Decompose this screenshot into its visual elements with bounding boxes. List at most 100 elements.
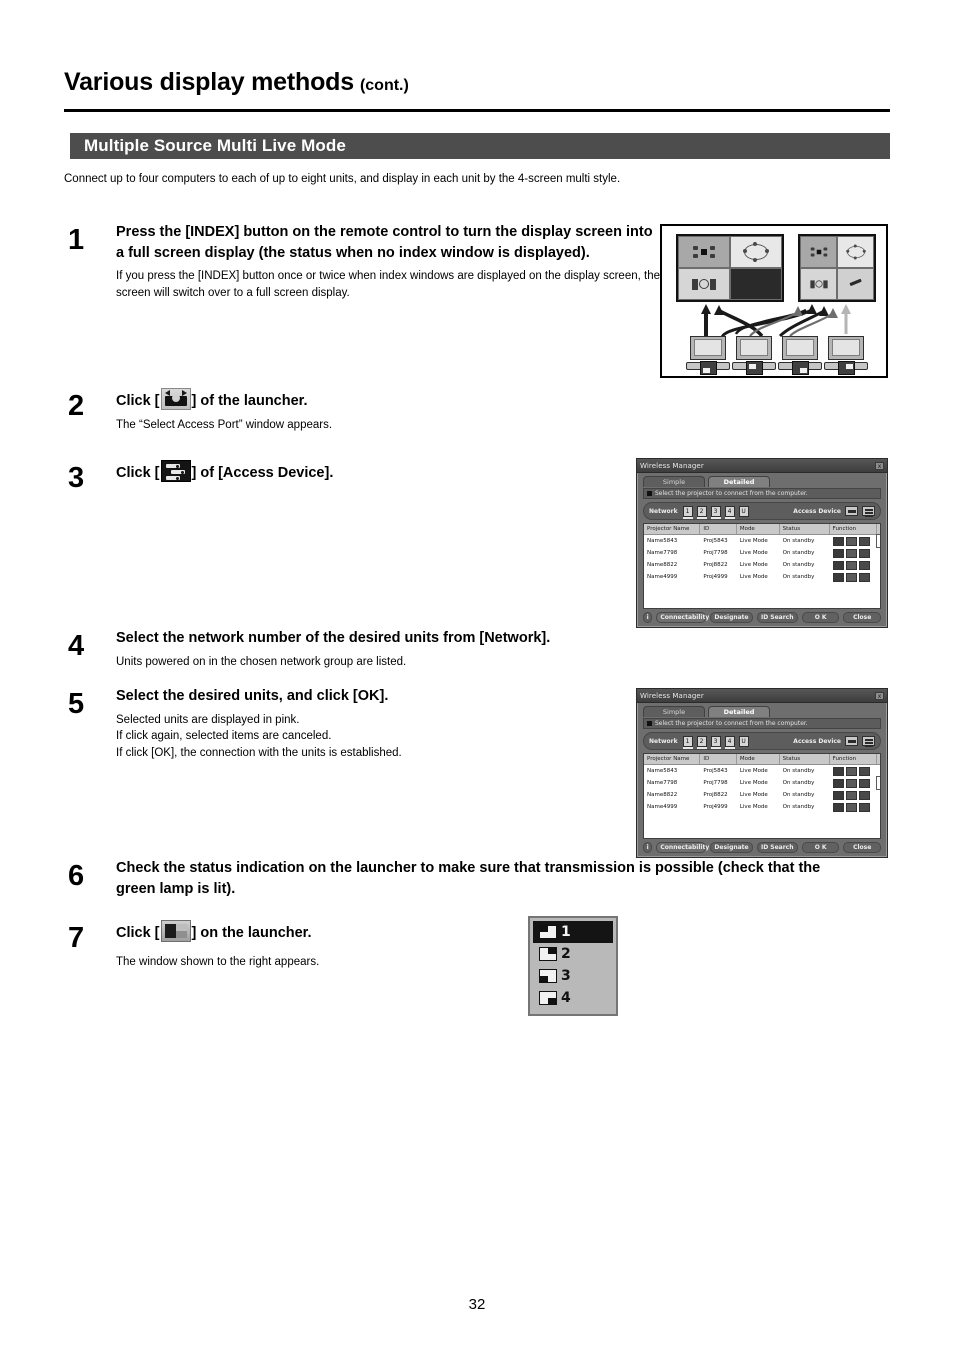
multi-live-icon[interactable] [160,920,191,942]
table-row[interactable]: Name4999 Proj4999 Live Mode On standby [644,571,880,583]
network-button-u[interactable]: U [738,735,749,747]
section-bar-content: Multiple Source Multi Live Mode [70,133,890,159]
live-mode-icon[interactable] [832,802,844,812]
live-mode-icon[interactable] [832,548,844,558]
step-2-heading-before: Click [ [116,393,160,409]
table-row[interactable]: Name8822 Proj8822 Live Mode On standby [644,789,880,801]
step-5-heading: Select the desired units, and click [OK]… [116,688,389,704]
access-device-plug-icon[interactable] [845,736,858,746]
quadrant-item-3[interactable]: 3 [533,965,613,987]
multi-pane-icon[interactable] [858,790,870,800]
quadrant-item-1[interactable]: 1 [533,921,613,943]
dialog-title: Wireless Manager [640,691,704,700]
designate-button[interactable]: Designate [710,842,753,853]
single-pane-icon[interactable] [845,536,857,546]
close-icon[interactable]: x [875,691,884,700]
step-3-heading: Click [] of [Access Device]. [116,460,564,484]
step-3-heading-after: ] of [Access Device]. [191,465,334,481]
cell-id: Proj4999 [703,574,728,580]
access-device-label: Access Device [793,737,841,745]
network-button-u[interactable]: U [738,505,749,517]
wireless-manager-dialog-step5[interactable]: Wireless Manager x Simple Detailed Selec… [636,688,888,858]
single-pane-icon[interactable] [845,790,857,800]
layout-chip-bottom-right-icon [792,361,809,375]
network-button-4[interactable]: 4 [724,735,735,749]
multi-pane-icon[interactable] [858,572,870,582]
dialog-titlebar: Wireless Manager x [637,459,887,473]
live-mode-icon[interactable] [832,778,844,788]
connectability-button[interactable]: Connectability [656,842,709,853]
multi-pane-icon[interactable] [858,778,870,788]
close-button[interactable]: Close [843,612,881,623]
table-row[interactable]: Name5843 Proj5843 Live Mode On standby [644,765,880,777]
access-device-label: Access Device [793,507,841,515]
designate-button[interactable]: Designate [710,612,753,623]
quadrant-top-right-icon [539,947,557,961]
single-pane-icon[interactable] [845,548,857,558]
network-button-3[interactable]: 3 [710,505,721,519]
tab-detailed[interactable]: Detailed [708,706,770,717]
live-mode-icon[interactable] [832,572,844,582]
bullet-icon [647,721,652,726]
info-button[interactable]: i [643,612,653,623]
single-pane-icon[interactable] [845,572,857,582]
access-port-icon[interactable] [160,388,191,410]
id-search-button[interactable]: ID Search [756,842,798,853]
quadrant-item-2[interactable]: 2 [533,943,613,965]
info-button[interactable]: i [643,842,653,853]
single-pane-icon[interactable] [845,560,857,570]
single-pane-icon[interactable] [845,778,857,788]
table-row[interactable]: Name8822 Proj8822 Live Mode On standby [644,559,880,571]
wireless-manager-dialog-step3[interactable]: Wireless Manager x Simple Detailed Selec… [636,458,888,628]
tab-simple[interactable]: Simple [643,476,705,487]
quadrant-item-4[interactable]: 4 [533,987,613,1009]
table-row[interactable]: Name4999 Proj4999 Live Mode On standby [644,801,880,813]
close-icon[interactable]: x [875,461,884,470]
table-row[interactable]: Name7798 Proj7798 Live Mode On standby [644,547,880,559]
ok-button[interactable]: O K [801,842,840,853]
access-device-network-icon[interactable] [862,506,875,516]
dialog-titlebar: Wireless Manager x [637,689,887,703]
access-device-network-icon[interactable] [862,736,875,746]
table-row[interactable]: Name5843 Proj5843 Live Mode On standby [644,534,880,548]
live-mode-icon[interactable] [832,536,844,546]
screen-right-quadrant-3 [800,268,837,300]
network-button-3[interactable]: 3 [710,735,721,749]
section-intro: Connect up to four computers to each of … [64,173,621,185]
network-button-2[interactable]: 2 [696,735,707,749]
tab-simple[interactable]: Simple [643,706,705,717]
laptop-lid [782,336,818,360]
network-button-1[interactable]: 1 [682,735,693,749]
laptop-lid [828,336,864,360]
single-pane-icon[interactable] [845,766,857,776]
connectability-button[interactable]: Connectability [656,612,709,623]
multi-pane-icon[interactable] [858,536,870,546]
column-spacer [877,754,880,764]
network-selector-row: Network 1 2 3 4 U Access Device [643,502,881,520]
close-button[interactable]: Close [843,842,881,853]
tab-detailed[interactable]: Detailed [708,476,770,487]
cell-function [830,789,877,801]
table-row-selected[interactable]: Name7798 Proj7798 Live Mode On standby [644,776,880,790]
id-search-button[interactable]: ID Search [756,612,798,623]
step-1-heading: Press the [INDEX] button on the remote c… [116,224,653,261]
ok-button[interactable]: O K [801,612,840,623]
cell-projector-name: Name8822 [647,562,678,568]
cell-id: Proj8822 [703,792,728,798]
step-5-description-1: Selected units are displayed in pink. [116,713,300,726]
multi-pane-icon[interactable] [858,548,870,558]
network-button-4[interactable]: 4 [724,505,735,519]
quadrant-select-popup[interactable]: 1 2 3 4 [528,916,618,1016]
multi-pane-icon[interactable] [858,766,870,776]
access-device-plug-icon[interactable] [845,506,858,516]
network-button-2[interactable]: 2 [696,505,707,519]
live-mode-icon[interactable] [832,560,844,570]
single-pane-icon[interactable] [845,802,857,812]
multi-pane-icon[interactable] [858,560,870,570]
live-mode-icon[interactable] [832,790,844,800]
live-mode-icon[interactable] [832,766,844,776]
network-button-1[interactable]: 1 [682,505,693,519]
multi-pane-icon[interactable] [858,802,870,812]
access-device-icon[interactable] [160,460,191,482]
